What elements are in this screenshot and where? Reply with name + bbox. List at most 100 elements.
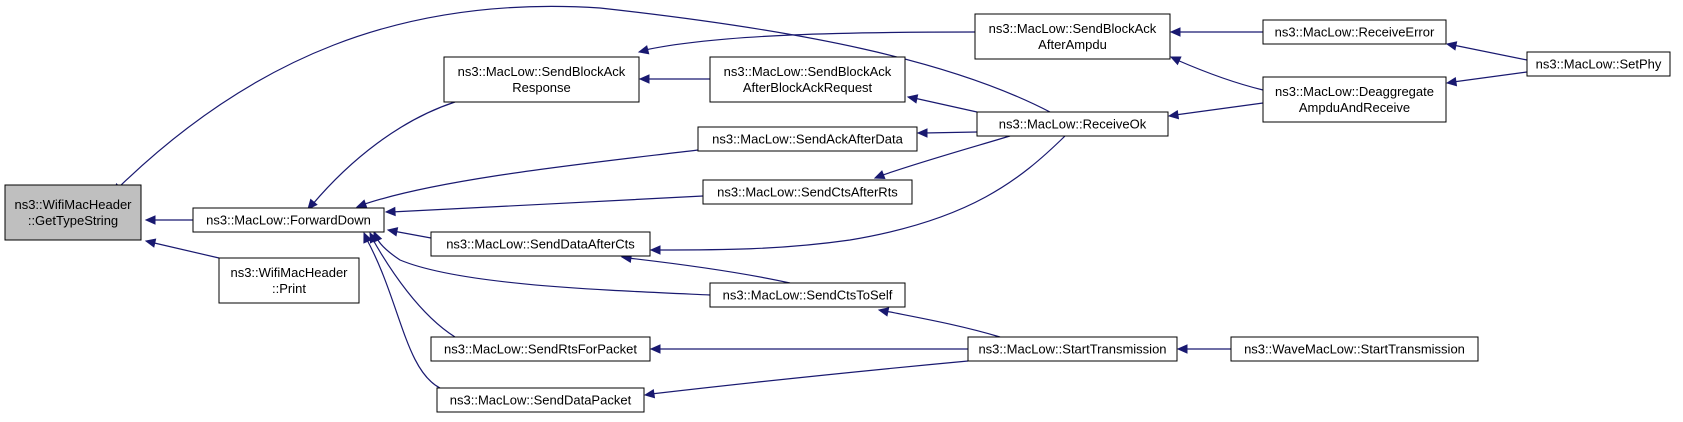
arrowhead-icon	[638, 74, 650, 84]
edge-forward_down-to-get_type_string	[144, 215, 193, 225]
edge-line	[656, 135, 1066, 251]
node-box	[430, 231, 651, 257]
edge-wave_start_transmission-to-start_transmission	[1176, 344, 1231, 354]
node-send-data-packet[interactable]: ns3::MacLow::SendDataPacket	[436, 387, 645, 413]
node-box	[443, 56, 640, 103]
edge-line	[311, 101, 456, 206]
node-receive-ok[interactable]: ns3::MacLow::ReceiveOk	[976, 111, 1169, 137]
edge-send_block_ack_after_bar-to-send_block_ack_response	[638, 74, 710, 84]
node-wave-start-transmission[interactable]: ns3::WaveMacLow::StartTransmission	[1230, 336, 1479, 362]
edge-deaggregate-to-receive_ok	[1167, 102, 1264, 120]
arrowhead-icon	[1169, 56, 1182, 66]
edge-line	[923, 131, 978, 134]
node-label: ns3::WifiMacHeader	[230, 265, 348, 280]
arrowhead-icon	[144, 215, 156, 225]
edge-send_cts_to_self-to-send_data_after_cts	[620, 253, 791, 284]
arrowhead-icon	[873, 170, 886, 180]
edge-start_transmission-to-send_cts_to_self	[877, 307, 1001, 338]
node-box	[967, 336, 1178, 362]
arrowhead-icon	[877, 307, 890, 317]
arrowhead-icon	[637, 45, 650, 55]
arrowhead-icon	[1167, 109, 1180, 120]
edge-line	[361, 149, 699, 206]
node-label: AfterBlockAckRequest	[743, 80, 873, 95]
edge-start_transmission-to-send_data_packet	[643, 360, 969, 399]
node-forward-down[interactable]: ns3::MacLow::ForwardDown	[192, 207, 385, 233]
node-label: Response	[512, 80, 571, 95]
arrowhead-icon	[1176, 344, 1188, 354]
node-send-data-after-cts[interactable]: ns3::MacLow::SendDataAfterCts	[430, 231, 651, 257]
node-label: ns3::MacLow::SendRtsForPacket	[444, 342, 637, 357]
edge-receive_ok-to-send_data_after_cts	[649, 135, 1066, 255]
edge-line	[1176, 59, 1264, 91]
arrowhead-icon	[1445, 76, 1458, 87]
node-box	[1230, 336, 1479, 362]
edge-line	[375, 235, 711, 296]
node-label: AmpduAndReceive	[1299, 100, 1410, 115]
node-label: ns3::MacLow::SendAckAfterData	[712, 132, 904, 147]
node-receive-error[interactable]: ns3::MacLow::ReceiveError	[1262, 19, 1447, 45]
edge-receive_ok-to-send_ack_after_data	[916, 128, 978, 138]
edge-line	[371, 237, 456, 338]
node-label: ::Print	[272, 281, 306, 296]
arrowhead-icon	[144, 238, 157, 248]
arrowhead-icon	[1445, 41, 1458, 51]
node-send-ack-after-data[interactable]: ns3::MacLow::SendAckAfterData	[697, 126, 918, 152]
edge-receive_ok-to-send_block_ack_after_bar	[906, 94, 978, 113]
node-box	[4, 184, 142, 241]
arrowhead-icon	[355, 199, 368, 209]
node-send-cts-after-rts[interactable]: ns3::MacLow::SendCtsAfterRts	[702, 179, 913, 205]
node-label: ns3::WifiMacHeader	[14, 197, 132, 212]
node-send-rts-for-packet[interactable]: ns3::MacLow::SendRtsForPacket	[430, 336, 651, 362]
edge-line	[390, 195, 704, 213]
arrowhead-icon	[649, 245, 661, 255]
arrowhead-icon	[1169, 27, 1181, 37]
node-label: ::GetTypeString	[28, 213, 118, 228]
node-set-phy[interactable]: ns3::MacLow::SetPhy	[1526, 51, 1671, 77]
edge-line	[365, 237, 441, 389]
node-label: ns3::MacLow::ReceiveError	[1275, 25, 1435, 40]
edge-line	[149, 241, 220, 259]
node-label: AfterAmpdu	[1038, 37, 1107, 52]
node-label: ns3::MacLow::SetPhy	[1536, 57, 1662, 72]
node-label: ns3::MacLow::SendDataPacket	[450, 393, 632, 408]
node-print[interactable]: ns3::WifiMacHeader::Print	[218, 257, 360, 304]
edge-line	[884, 310, 1001, 338]
edge-set_phy-to-receive_error	[1445, 41, 1528, 61]
node-box	[702, 179, 913, 205]
node-send-cts-to-self[interactable]: ns3::MacLow::SendCtsToSelf	[709, 282, 906, 308]
edge-start_transmission-to-send_rts_for_packet	[649, 344, 968, 354]
node-label: ns3::MacLow::Deaggregate	[1275, 84, 1434, 99]
arrowhead-icon	[906, 94, 919, 104]
arrowhead-icon	[384, 206, 396, 217]
edge-line	[879, 135, 1011, 177]
arrowhead-icon	[307, 198, 318, 210]
node-box	[1262, 76, 1447, 123]
arrowhead-icon	[643, 388, 656, 399]
edge-line	[117, 5, 1051, 189]
edge-line	[392, 230, 432, 239]
node-box	[430, 336, 651, 362]
edge-deaggregate-to-send_block_ack_after_ampdu	[1169, 56, 1264, 91]
node-label: ns3::MacLow::SendBlockAck	[989, 21, 1157, 36]
edge-send_block_ack_response-to-forward_down	[307, 101, 456, 210]
node-label: ns3::MacLow::SendCtsAfterRts	[717, 185, 898, 200]
edge-receive_error-to-send_block_ack_after_ampdu	[1169, 27, 1263, 37]
node-get-type-string[interactable]: ns3::WifiMacHeader::GetTypeString	[4, 184, 142, 241]
edges-layer	[112, 5, 1528, 399]
node-label: ns3::WaveMacLow::StartTransmission	[1244, 342, 1465, 357]
node-start-transmission[interactable]: ns3::MacLow::StartTransmission	[967, 336, 1178, 362]
node-box	[436, 387, 645, 413]
node-box	[974, 13, 1171, 60]
edge-line	[650, 360, 969, 395]
node-label: ns3::MacLow::SendDataAfterCts	[446, 237, 635, 252]
edge-send_data_packet-to-forward_down	[363, 231, 441, 389]
edge-print-to-get_type_string	[144, 238, 220, 259]
edge-send_cts_after_rts-to-forward_down	[384, 195, 704, 217]
node-send-block-ack-after-bar[interactable]: ns3::MacLow::SendBlockAckAfterBlockAckRe…	[709, 56, 906, 103]
